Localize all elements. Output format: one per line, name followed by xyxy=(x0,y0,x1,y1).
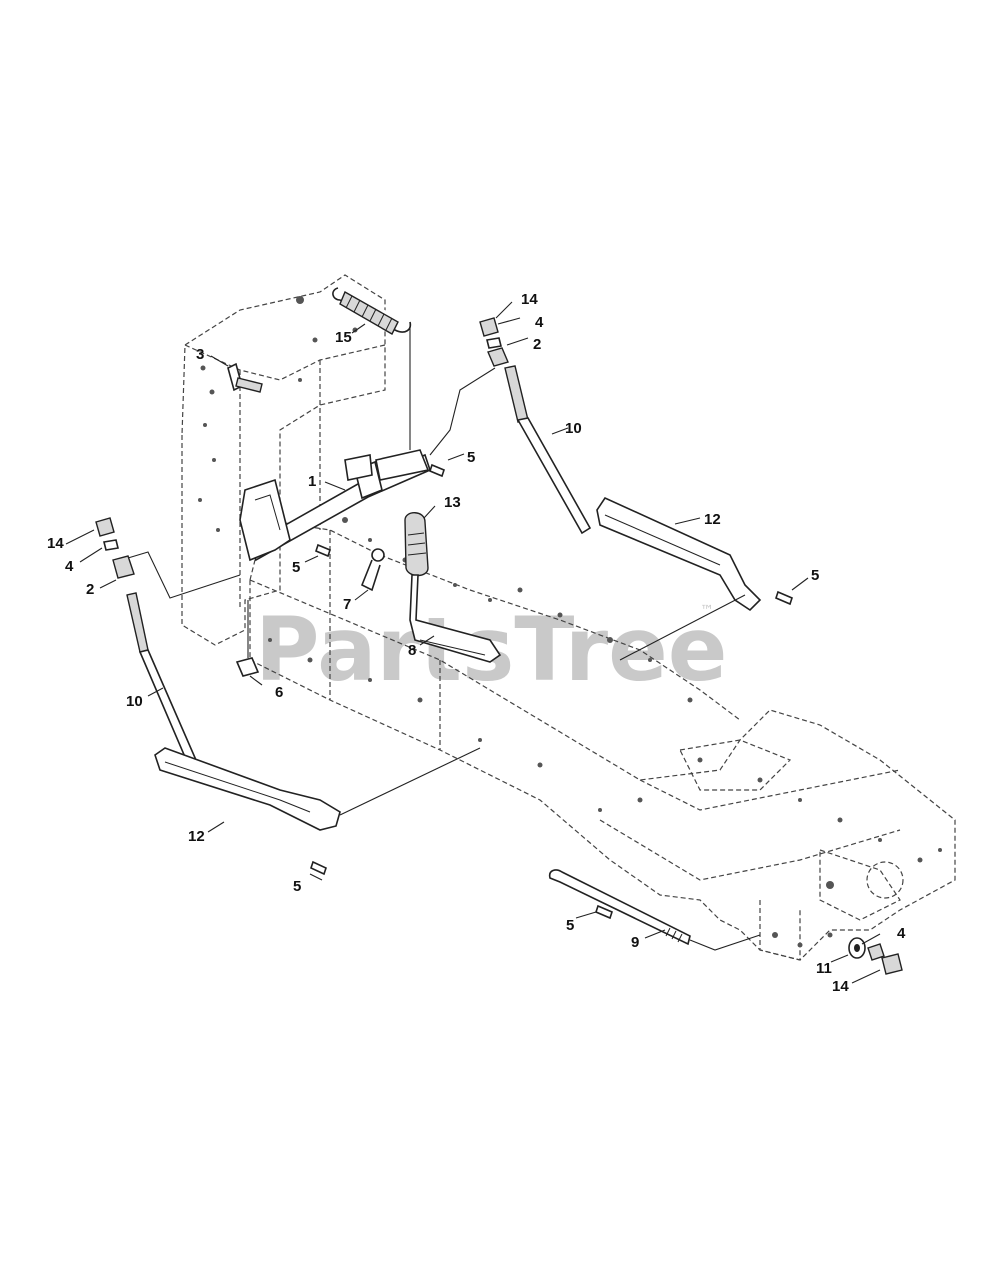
callout-6: 6 xyxy=(275,684,283,701)
part-10-lift-link-right xyxy=(429,365,592,535)
part-hardware-right xyxy=(848,937,903,975)
watermark-trademark: ™ xyxy=(700,603,714,619)
frame-holes xyxy=(198,296,942,948)
callout-7: 7 xyxy=(343,596,351,613)
callout-3: 3 xyxy=(196,346,204,363)
callout-4-left: 4 xyxy=(65,558,74,575)
frame-assembly xyxy=(181,274,956,961)
callout-4-top: 4 xyxy=(535,314,544,331)
callout-5-bottom-mid: 5 xyxy=(566,917,574,934)
part-15-spring xyxy=(332,287,412,450)
callout-12-left: 12 xyxy=(188,828,205,845)
callout-11: 11 xyxy=(816,960,832,977)
part-10-lift-link-left xyxy=(126,592,198,766)
callout-2-top: 2 xyxy=(533,336,541,353)
callout-8: 8 xyxy=(408,642,416,659)
part-12-lift-bracket-left xyxy=(154,747,481,831)
callout-14-left: 14 xyxy=(47,535,64,552)
callout-1: 1 xyxy=(308,473,316,490)
part-12-lift-bracket-right xyxy=(596,496,762,661)
part-8-handle-lever xyxy=(409,574,502,663)
part-hardware-left xyxy=(95,517,241,599)
part-3-bolt xyxy=(227,362,263,393)
part-7-torsion-spring xyxy=(360,548,385,592)
part-13-handle-grip xyxy=(404,512,429,577)
callout-5-bottom-left: 5 xyxy=(293,878,301,895)
callout-5-right: 5 xyxy=(811,567,819,584)
callout-13: 13 xyxy=(444,494,461,511)
part-hardware-top xyxy=(479,317,509,367)
part-6-bushing xyxy=(235,600,260,677)
callout-14-top: 14 xyxy=(521,291,538,308)
part-9-rod xyxy=(548,869,761,951)
callout-4-right: 4 xyxy=(897,925,906,942)
callout-9: 9 xyxy=(631,934,639,951)
callout-5-top: 5 xyxy=(467,449,475,466)
callout-5-mid: 5 xyxy=(292,559,300,576)
callout-14-right: 14 xyxy=(832,978,849,995)
callout-leaders xyxy=(65,301,881,984)
callout-10-right: 10 xyxy=(565,420,582,437)
callout-2-left: 2 xyxy=(86,581,94,598)
callout-labels: 1 2 2 3 4 4 4 5 5 5 5 5 6 7 8 9 10 10 11… xyxy=(47,291,906,995)
callout-10-left: 10 xyxy=(126,693,143,710)
callout-12-right: 12 xyxy=(704,511,721,528)
part-1-lift-shaft xyxy=(239,449,431,562)
callout-15: 15 xyxy=(335,329,352,346)
part-5-clip-pins xyxy=(310,463,793,920)
